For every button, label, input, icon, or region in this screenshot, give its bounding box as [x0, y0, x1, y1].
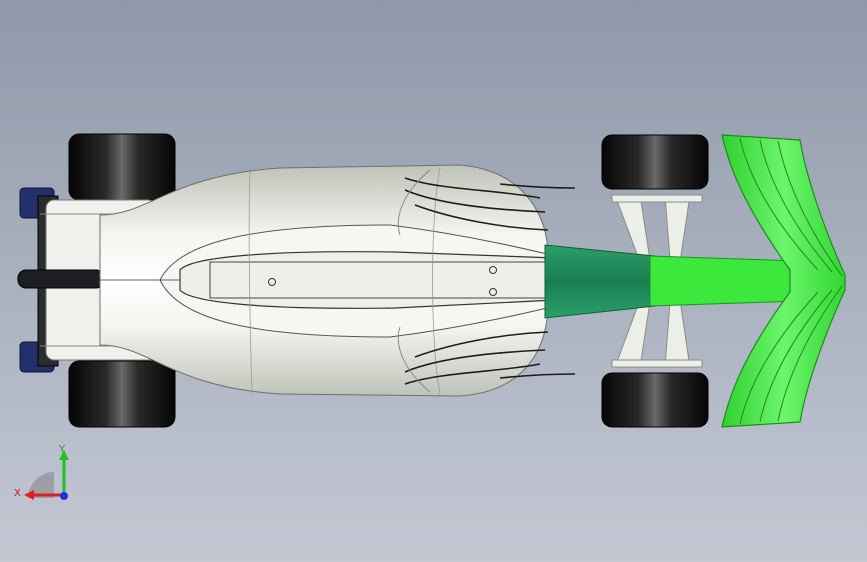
y-axis-label: Y	[58, 444, 66, 455]
z-axis-dot	[60, 492, 68, 500]
front-right-tire[interactable]	[601, 372, 709, 428]
bargeboards	[397, 169, 576, 393]
triad-plane	[28, 472, 54, 498]
front-wing[interactable]	[721, 134, 846, 428]
y-axis-arrow	[59, 450, 69, 460]
front-left-tire[interactable]	[601, 134, 709, 190]
orientation-triad[interactable]: Y X	[10, 440, 80, 510]
x-axis-label: X	[14, 488, 21, 499]
rear-left-tire[interactable]	[68, 133, 176, 201]
chassis-body[interactable]	[99, 164, 592, 397]
front-suspension	[611, 194, 703, 368]
rear-right-tire[interactable]	[68, 360, 176, 428]
x-axis-arrow	[24, 490, 34, 500]
